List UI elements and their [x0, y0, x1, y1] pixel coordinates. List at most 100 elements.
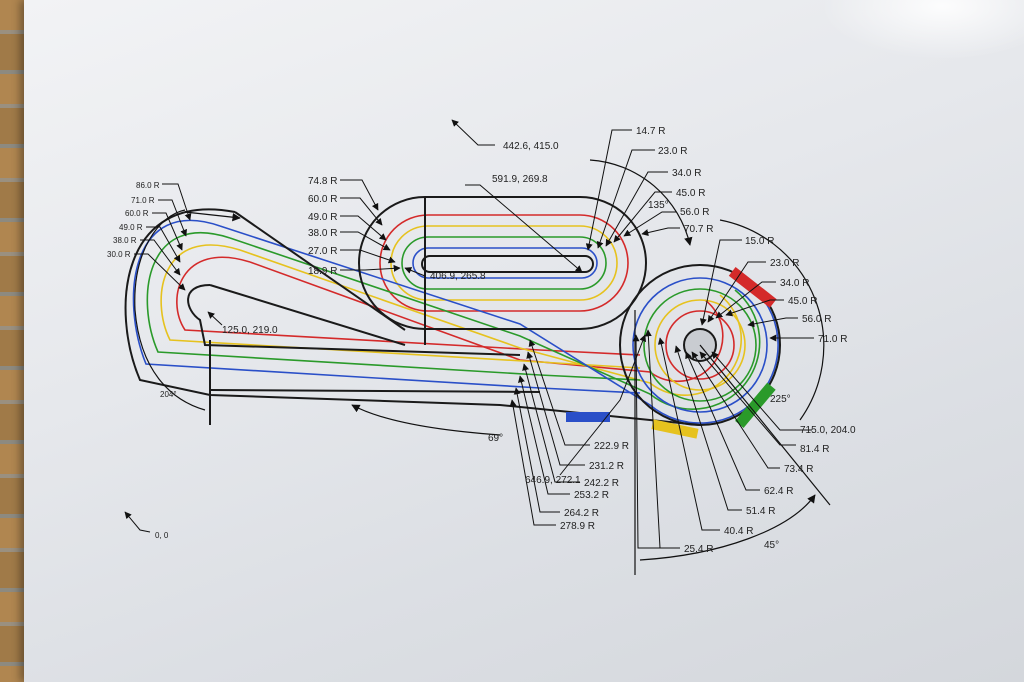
leader-25-4	[644, 329, 680, 549]
radius-74-8: 74.8 R	[308, 176, 337, 187]
leader-34b	[715, 281, 776, 319]
leader-15	[699, 239, 742, 326]
coord-715: 715.0, 204.0	[800, 425, 856, 436]
coord-406-9: 406.9, 265.8	[430, 271, 486, 282]
leader-74-8	[340, 179, 379, 211]
leader-81-4	[699, 351, 796, 446]
leader-73-4	[691, 351, 780, 469]
leader-56a	[623, 211, 676, 237]
radius-62-4: 62.4 R	[764, 486, 793, 497]
leader-71a	[158, 199, 187, 237]
radius-71-0-b: 71.0 R	[818, 334, 847, 345]
lane-yellow-left	[239, 249, 742, 397]
leader-38b	[140, 239, 181, 276]
radius-60-0-a: 60.0 R	[308, 194, 337, 205]
ref-line-diag	[699, 344, 831, 506]
radius-45-0-a: 45.0 R	[676, 188, 705, 199]
leader-264-2	[513, 387, 560, 513]
leader-646	[559, 334, 647, 476]
leader-origin	[124, 511, 151, 533]
radius-56-0-a: 56.0 R	[680, 207, 709, 218]
marker-blue	[566, 412, 610, 422]
diag-inner	[209, 284, 406, 346]
coord-646-9: 646.9, 272.1	[525, 475, 581, 486]
radius-14-7: 14.7 R	[636, 126, 665, 137]
leader-23a	[596, 149, 655, 249]
leader-27a	[340, 249, 396, 264]
radius-264-2: 264.2 R	[564, 508, 599, 519]
left-hairpin-inner	[187, 284, 521, 356]
outline-group	[124, 196, 781, 426]
marker-red	[728, 267, 777, 308]
bottom-straight	[209, 389, 541, 393]
leader-86	[162, 183, 192, 221]
leader-253-2	[518, 375, 570, 495]
light-glare	[820, 0, 1024, 60]
angle-225: 225°	[770, 394, 791, 405]
leader-222-9	[528, 339, 590, 446]
radius-81-4: 81.4 R	[800, 444, 829, 455]
leader-51-4	[674, 345, 742, 511]
leader-70-7	[641, 227, 680, 236]
radius-253-2: 253.2 R	[574, 490, 609, 501]
radius-51-4: 51.4 R	[746, 506, 775, 517]
arc-204	[134, 209, 206, 411]
leader-442	[451, 119, 495, 146]
upper-oval-outer	[358, 196, 647, 330]
radius-56-0-b: 56.0 R	[802, 314, 831, 325]
radius-60-0-b: 60.0 R	[125, 209, 149, 218]
coord-125: 125.0, 219.0	[222, 325, 278, 336]
radius-27-0-a: 27.0 R	[308, 246, 337, 257]
arc-225	[719, 219, 825, 421]
radius-15-0: 15.0 R	[745, 236, 774, 247]
leader-62-4	[685, 351, 760, 491]
lane-red-round	[665, 310, 735, 380]
leader-30	[134, 253, 186, 291]
lane-yellow-left-loop	[160, 244, 641, 369]
label-group: 442.6, 415.0 591.9, 269.8 406.9, 265.8 1…	[107, 126, 856, 555]
leader-38a	[340, 231, 391, 251]
lane-blue-left-loop	[132, 219, 641, 394]
leader-49a	[340, 215, 387, 241]
left-hairpin-outer	[124, 208, 701, 426]
leader-18-9	[340, 264, 401, 272]
radius-231-2: 231.2 R	[589, 461, 624, 472]
radius-73-4: 73.4 R	[784, 464, 813, 475]
lane-blue-round	[632, 277, 768, 413]
angle-135: 135°	[648, 200, 669, 211]
leader-group	[124, 119, 814, 549]
leader-49b	[146, 226, 181, 263]
leader-60a	[340, 197, 383, 226]
radius-23-0-a: 23.0 R	[658, 146, 687, 157]
marker-yellow	[651, 419, 699, 439]
radius-49-0-a: 49.0 R	[308, 212, 337, 223]
lane-blue-upper	[412, 247, 598, 279]
leader-406	[404, 267, 426, 277]
radius-70-7: 70.7 R	[684, 224, 713, 235]
marker-green	[735, 382, 776, 429]
leader-14-7	[585, 129, 632, 251]
lane-red-upper	[379, 214, 629, 312]
arc-135	[589, 159, 693, 246]
radius-278-9: 278.9 R	[560, 521, 595, 532]
arc-left-top	[184, 211, 241, 222]
radius-242-2: 242.2 R	[584, 478, 619, 489]
radius-23-0-b: 23.0 R	[770, 258, 799, 269]
arc-45	[639, 494, 816, 561]
coord-origin: 0, 0	[155, 531, 169, 540]
angle-69: 69°	[488, 433, 503, 444]
leader-715	[711, 351, 812, 431]
radius-30-0: 30.0 R	[107, 250, 131, 259]
radius-49-0-b: 49.0 R	[119, 223, 143, 232]
leader-40-4	[657, 337, 720, 531]
radius-34-0-b: 34.0 R	[780, 278, 809, 289]
radius-45-0-b: 45.0 R	[788, 296, 817, 307]
leader-34a	[605, 171, 668, 247]
arc-69	[351, 404, 501, 436]
radius-38-0-b: 38.0 R	[113, 236, 137, 245]
leader-242-2	[522, 363, 580, 483]
leader-278-9	[509, 399, 556, 526]
radius-86-0: 86.0 R	[136, 181, 160, 190]
radius-34-0-a: 34.0 R	[672, 168, 701, 179]
